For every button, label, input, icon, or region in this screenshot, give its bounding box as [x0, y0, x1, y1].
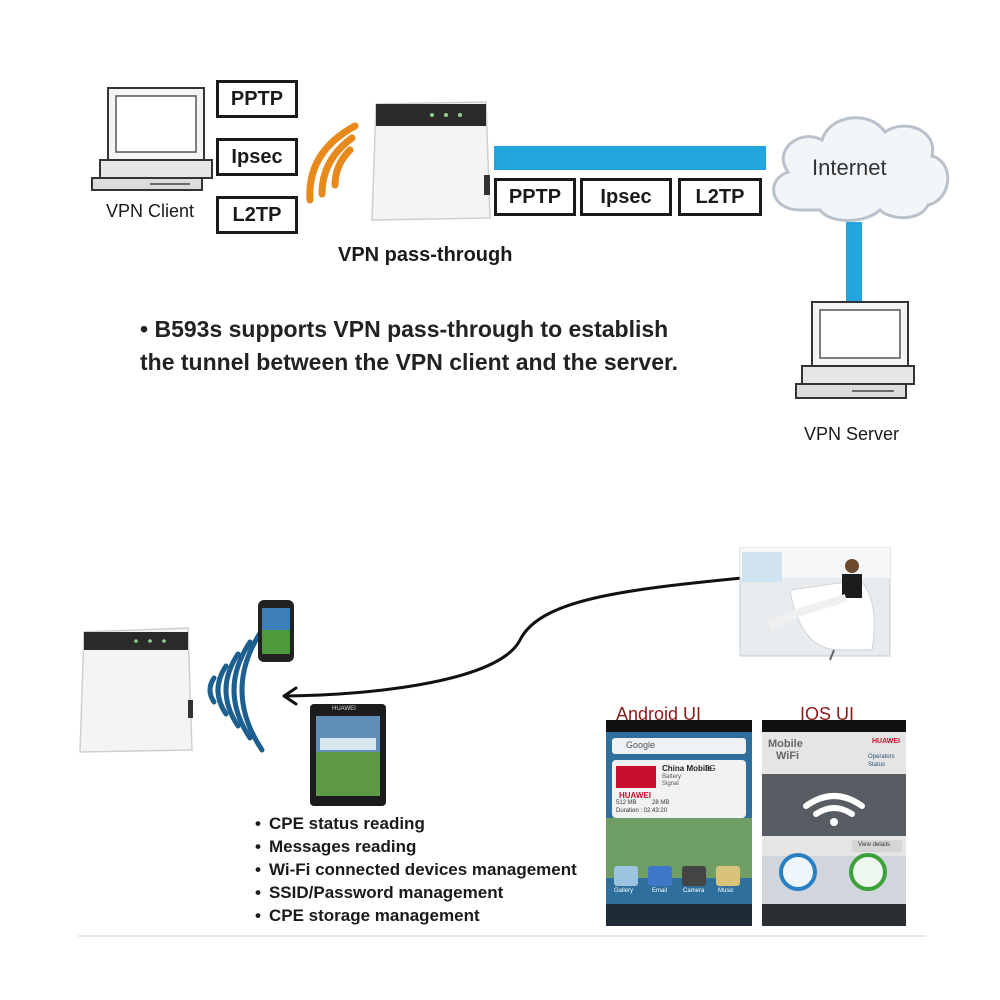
- ios-status: Status: [868, 762, 886, 768]
- ios-ui-screenshot: [762, 720, 906, 926]
- vpn-client-computer-icon: [91, 87, 213, 191]
- android-app-gallery: Gallery: [614, 888, 634, 894]
- ios-ui-title: IOS UI: [800, 704, 855, 724]
- tunnel-protocol-l2tp: L2TP: [678, 178, 762, 216]
- android-ui-title: Android UI: [616, 704, 702, 724]
- bullet-text-1: B593s supports VPN pass-through to estab…: [154, 316, 669, 342]
- android-app-camera: Camera: [683, 888, 705, 894]
- client-protocol-pptp: PPTP: [216, 80, 298, 118]
- vpn-server-computer-icon: [795, 301, 915, 399]
- android-operator: China Mobile: [662, 764, 712, 773]
- vpn-description-line2: the tunnel between the VPN client and th…: [140, 349, 679, 375]
- vpn-tunnel-bar: [494, 146, 766, 170]
- android-upload: 512 MB: [616, 800, 637, 806]
- vpn-passthrough-label: VPN pass-through: [338, 244, 513, 266]
- internet-cloud-icon: [772, 116, 950, 222]
- vpn-description-line1: • B593s supports VPN pass-through to est…: [140, 316, 668, 343]
- router-bottom-icon: [79, 627, 193, 753]
- tablet-icon: [310, 704, 386, 806]
- ios-operators: Operators: [868, 754, 895, 760]
- feature-item: Wi-Fi connected devices management: [255, 858, 577, 881]
- tunnel-protocol-ipsec: Ipsec: [580, 178, 672, 216]
- router-top-icon: [371, 101, 491, 221]
- user-photo-woman: [739, 547, 891, 661]
- server-link-bar: [846, 222, 862, 304]
- ios-view-details: View details: [858, 842, 890, 848]
- wifi-signal-blue-icon: [207, 627, 265, 753]
- android-brand: HUAWEI: [619, 791, 651, 800]
- client-protocol-ipsec: Ipsec: [216, 138, 298, 176]
- android-network: 3G: [705, 764, 716, 773]
- ios-logo-line2: WiFi: [776, 750, 800, 762]
- android-signal: Signal: [662, 781, 679, 787]
- feature-item: CPE status reading: [255, 812, 577, 835]
- tablet-brand: HUAWEI: [332, 706, 356, 712]
- ios-logo-line1: Mobile: [768, 738, 803, 750]
- feature-list: CPE status reading Messages reading Wi-F…: [255, 812, 577, 927]
- wifi-signal-orange-icon: [306, 122, 359, 204]
- feature-item: Messages reading: [255, 835, 577, 858]
- android-search-text: Google: [626, 740, 656, 750]
- tunnel-protocol-pptp: PPTP: [494, 178, 576, 216]
- bullet-marker: •: [140, 316, 155, 342]
- vpn-server-label: VPN Server: [804, 424, 900, 444]
- android-battery: Battery: [662, 774, 682, 780]
- android-app-music: Music: [718, 888, 734, 894]
- android-download: 28 MB: [652, 800, 670, 806]
- feature-item: SSID/Password management: [255, 881, 577, 904]
- android-duration: Duration : 02:43:20: [616, 808, 668, 814]
- connection-arrow: [282, 576, 743, 706]
- feature-item: CPE storage management: [255, 904, 577, 927]
- ios-brand: HUAWEI: [872, 738, 900, 745]
- android-app-email: Email: [652, 888, 668, 894]
- android-ui-screenshot: [606, 720, 752, 926]
- smartphone-icon: [258, 600, 294, 662]
- internet-label: Internet: [812, 155, 887, 180]
- client-protocol-l2tp: L2TP: [216, 196, 298, 234]
- vpn-client-label: VPN Client: [106, 201, 195, 221]
